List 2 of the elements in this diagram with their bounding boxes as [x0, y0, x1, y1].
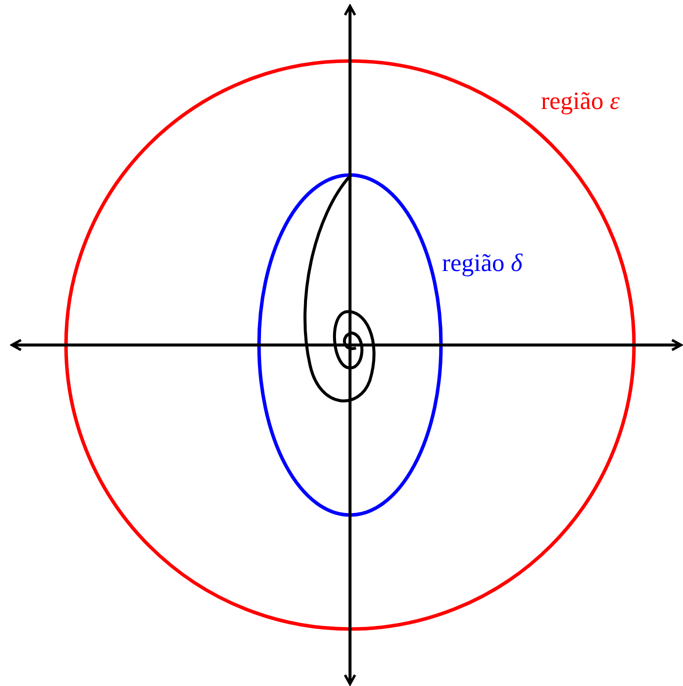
delta-region-label: região δ [442, 250, 522, 278]
epsilon-region-label: região ε [541, 88, 620, 116]
